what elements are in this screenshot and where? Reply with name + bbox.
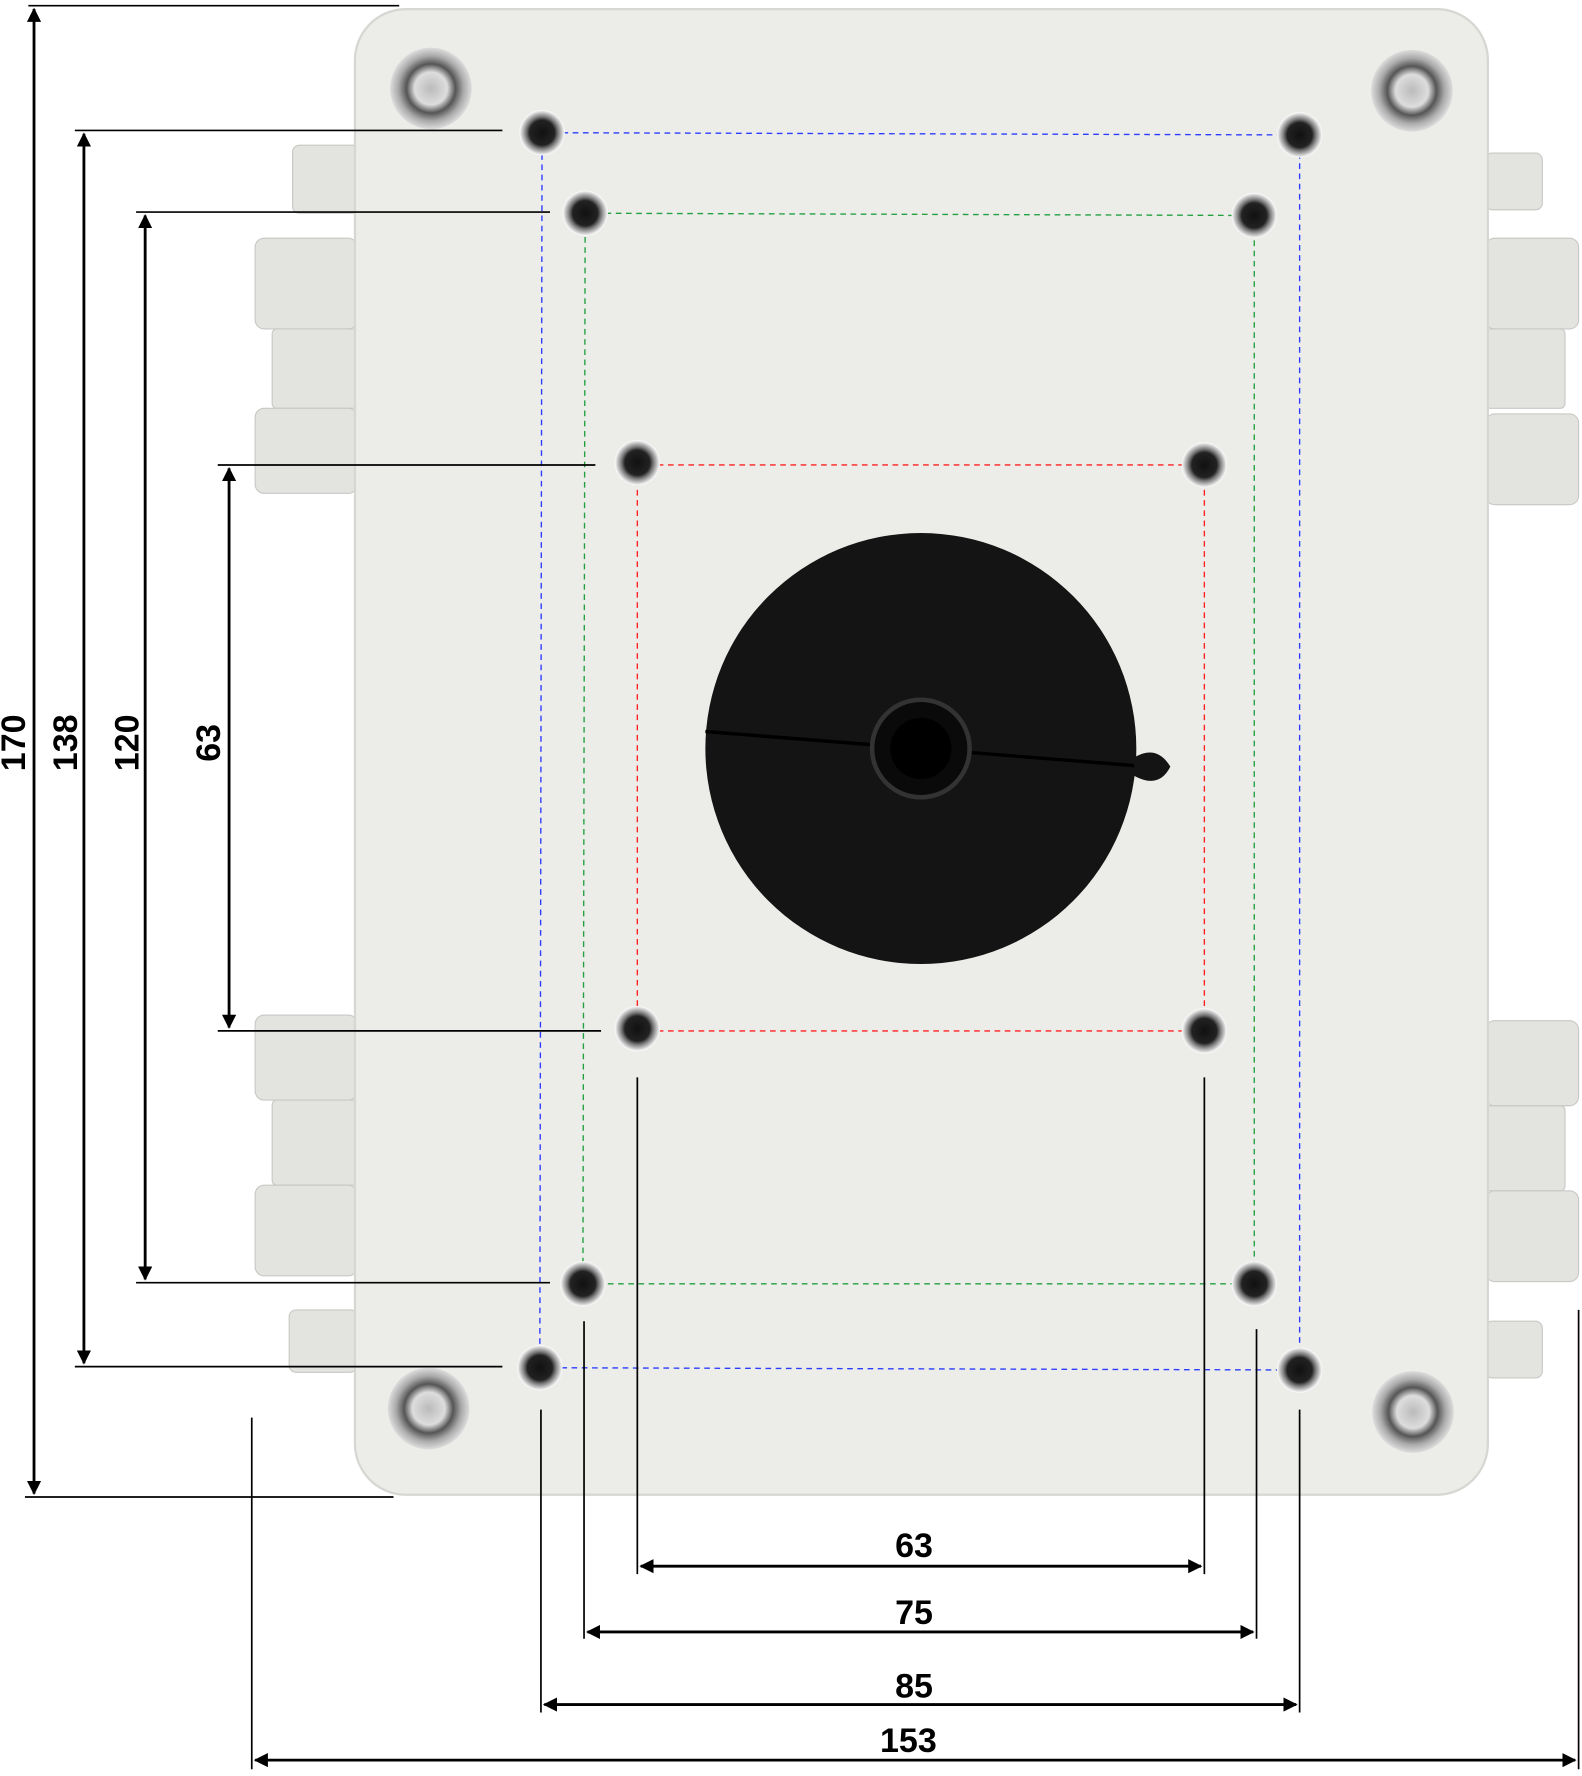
hole-icon — [519, 110, 565, 156]
cable-gland-cap — [705, 533, 1171, 964]
hole-icon — [1276, 1347, 1323, 1393]
hole-icon — [562, 190, 608, 236]
dim-label-85: 85 — [895, 1668, 933, 1706]
dim-label-75: 75 — [895, 1594, 933, 1632]
corner-screws — [387, 47, 1454, 1453]
extension-lines — [24, 4, 1580, 1770]
mounting-holes — [517, 110, 1323, 1393]
dim-label-170: 170 — [0, 714, 33, 771]
hole-icon — [1231, 1261, 1277, 1307]
hole-icon — [614, 1005, 661, 1052]
dim-label-63-vertical: 63 — [190, 724, 228, 762]
screw-icon — [1371, 49, 1453, 132]
side-hinges — [254, 144, 1580, 1379]
dim-label-138: 138 — [47, 714, 85, 771]
dim-label-120: 120 — [108, 714, 146, 771]
dim-label-63-horizontal: 63 — [895, 1527, 933, 1565]
dim-label-153: 153 — [880, 1722, 937, 1760]
hole-icon — [614, 440, 661, 486]
hole-icon — [1276, 112, 1323, 158]
hole-icon — [560, 1261, 606, 1307]
hole-icon — [1181, 442, 1228, 488]
hole-icon — [1231, 192, 1277, 239]
screw-icon — [1372, 1371, 1454, 1453]
screw-icon — [387, 1367, 470, 1450]
screw-icon — [390, 47, 472, 130]
hole-icon — [1181, 1008, 1228, 1054]
hole-icon — [517, 1345, 563, 1391]
